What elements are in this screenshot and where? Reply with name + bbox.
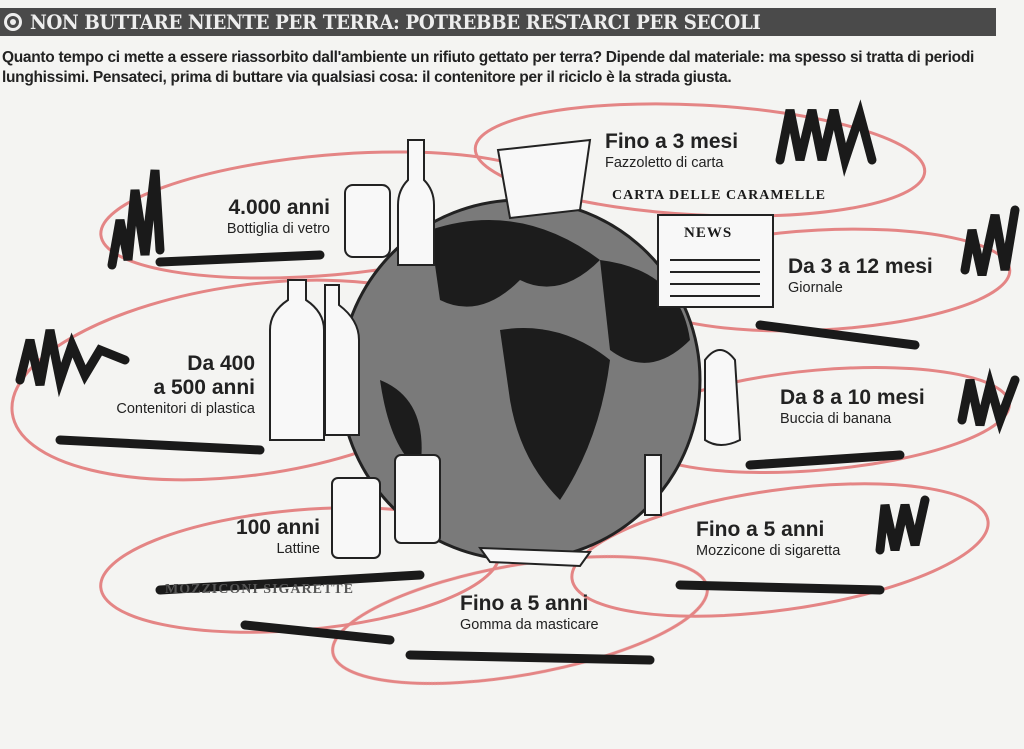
label-plastic: Da 400 a 500 anni Contenitori di plastic… <box>80 352 255 418</box>
time-label: Fino a 3 mesi <box>605 130 739 153</box>
label-cans: 100 anni Lattine <box>180 516 320 558</box>
page-title: NON BUTTARE NIENTE PER TERRA: POTREBBE R… <box>30 10 761 34</box>
tissue-icon <box>496 138 592 220</box>
glass-jar-icon <box>344 184 391 258</box>
material-label: Contenitori di plastica <box>116 401 255 417</box>
newspaper-headline: NEWS <box>684 225 733 241</box>
material-label: Mozzicone di sigaretta <box>696 543 841 559</box>
label-banana: Da 8 a 10 mesi Buccia di banana <box>780 386 980 428</box>
time-label: Da 3 a 12 mesi <box>788 255 933 278</box>
time-label: Fino a 5 anni <box>460 592 589 615</box>
time-label: 100 anni <box>235 516 320 539</box>
plastic-bottle-icon <box>269 279 325 441</box>
black-marker-scribbles <box>15 99 1020 665</box>
material-label: Giornale <box>788 280 843 296</box>
material-label: Lattine <box>276 541 320 557</box>
material-label: Buccia di banana <box>780 411 892 427</box>
time-label: Da 400 <box>187 352 255 375</box>
time-label: 4.000 anni <box>228 196 330 219</box>
soda-can-icon <box>394 454 441 544</box>
plastic-jug-icon <box>324 284 360 436</box>
cigarette-icon <box>644 454 662 516</box>
label-glass-bottle: 4.000 anni Bottiglia di vetro <box>150 196 330 238</box>
time-label: Fino a 5 anni <box>696 518 825 541</box>
time-label: Da 8 a 10 mesi <box>780 386 925 409</box>
handwritten-sigarette: MOZZICONI SIGARETTE <box>165 582 354 597</box>
chewing-gum-icon <box>478 546 592 568</box>
label-tissue: Fino a 3 mesi Fazzoletto di carta <box>605 130 805 172</box>
intro-paragraph: Quanto tempo ci mette a essere riassorbi… <box>2 49 975 86</box>
material-label: Bottiglia di vetro <box>226 221 330 237</box>
material-label: Fazzoletto di carta <box>605 155 724 171</box>
handwritten-caramelle: CARTA DELLE CARAMELLE <box>612 188 826 203</box>
glass-bottle-icon <box>397 139 435 266</box>
label-gum: Fino a 5 anni Gomma da masticare <box>460 592 660 634</box>
time-label-line2: a 500 anni <box>153 376 255 399</box>
label-cigarette: Fino a 5 anni Mozzicone di sigaretta <box>696 518 896 560</box>
header-bar: NON BUTTARE NIENTE PER TERRA: POTREBBE R… <box>0 8 996 36</box>
label-newspaper: Da 3 a 12 mesi Giornale <box>788 255 988 297</box>
banana-peel-icon <box>704 349 742 446</box>
material-label: Gomma da masticare <box>460 617 599 633</box>
tin-can-icon <box>331 477 381 559</box>
target-bullet-icon <box>4 13 22 31</box>
